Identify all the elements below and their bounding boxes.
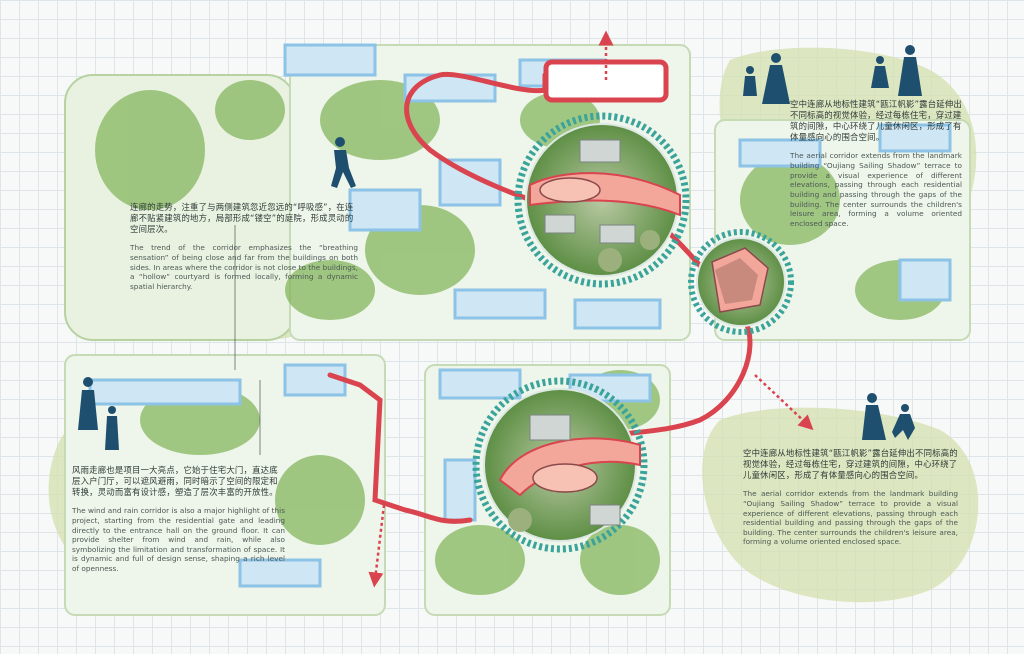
detail-circle-upper — [514, 112, 690, 288]
detail-circle-lower — [472, 377, 648, 553]
detail-circle-middle — [688, 229, 794, 335]
corridor-breathing-note: 连廊的走势，注重了与两侧建筑忽近忽远的“呼吸感”，在连廊不贴紧建筑的地方，局部形… — [130, 202, 358, 291]
wind-rain-corridor-en: The wind and rain corridor is also a maj… — [72, 506, 285, 574]
child-and-adult-icon — [743, 45, 922, 104]
wind-rain-corridor-zh: 风雨走廊也是项目一大亮点，它始于住宅大门，直达底层入户门厅，可以遮风避雨，同时暗… — [72, 465, 278, 498]
sketch-lines — [234, 225, 261, 455]
walking-person-icon — [331, 137, 356, 188]
aerial-corridor-bottom-note: 空中连廊从地标性建筑“瓯江帆影”露台延伸出不同标高的视觉体验，经过每栋住宅，穿过… — [743, 448, 958, 547]
aerial-corridor-bottom-en: The aerial corridor extends from the lan… — [743, 489, 958, 547]
corridor-breathing-zh: 连廊的走势，注重了与两侧建筑忽近忽远的“呼吸感”，在连廊不贴紧建筑的地方，局部形… — [130, 202, 354, 235]
standing-couple-icon — [78, 377, 119, 450]
aerial-corridor-top-zh: 空中连廊从地标性建筑“瓯江帆影”露台延伸出不同标高的视觉体验，经过每栋住宅，穿过… — [790, 99, 963, 143]
aerial-corridor-top-note: 空中连廊从地标性建筑“瓯江帆影”露台延伸出不同标高的视觉体验，经过每栋住宅，穿过… — [790, 99, 962, 228]
exit-arrow-icon — [368, 30, 814, 588]
residential-buildings — [88, 43, 952, 588]
wind-rain-corridor-note: 风雨走廊也是项目一大亮点，它始于住宅大门，直达底层入户门厅，可以遮风避雨，同时暗… — [72, 465, 285, 574]
corridor-breathing-en: The trend of the corridor emphasizes the… — [130, 243, 358, 291]
running-children-icon — [862, 393, 915, 440]
aerial-corridor-bottom-zh: 空中连廊从地标性建筑“瓯江帆影”露台延伸出不同标高的视觉体验，经过每栋住宅，穿过… — [743, 448, 958, 481]
aerial-corridor-top-en: The aerial corridor extends from the lan… — [790, 151, 962, 228]
